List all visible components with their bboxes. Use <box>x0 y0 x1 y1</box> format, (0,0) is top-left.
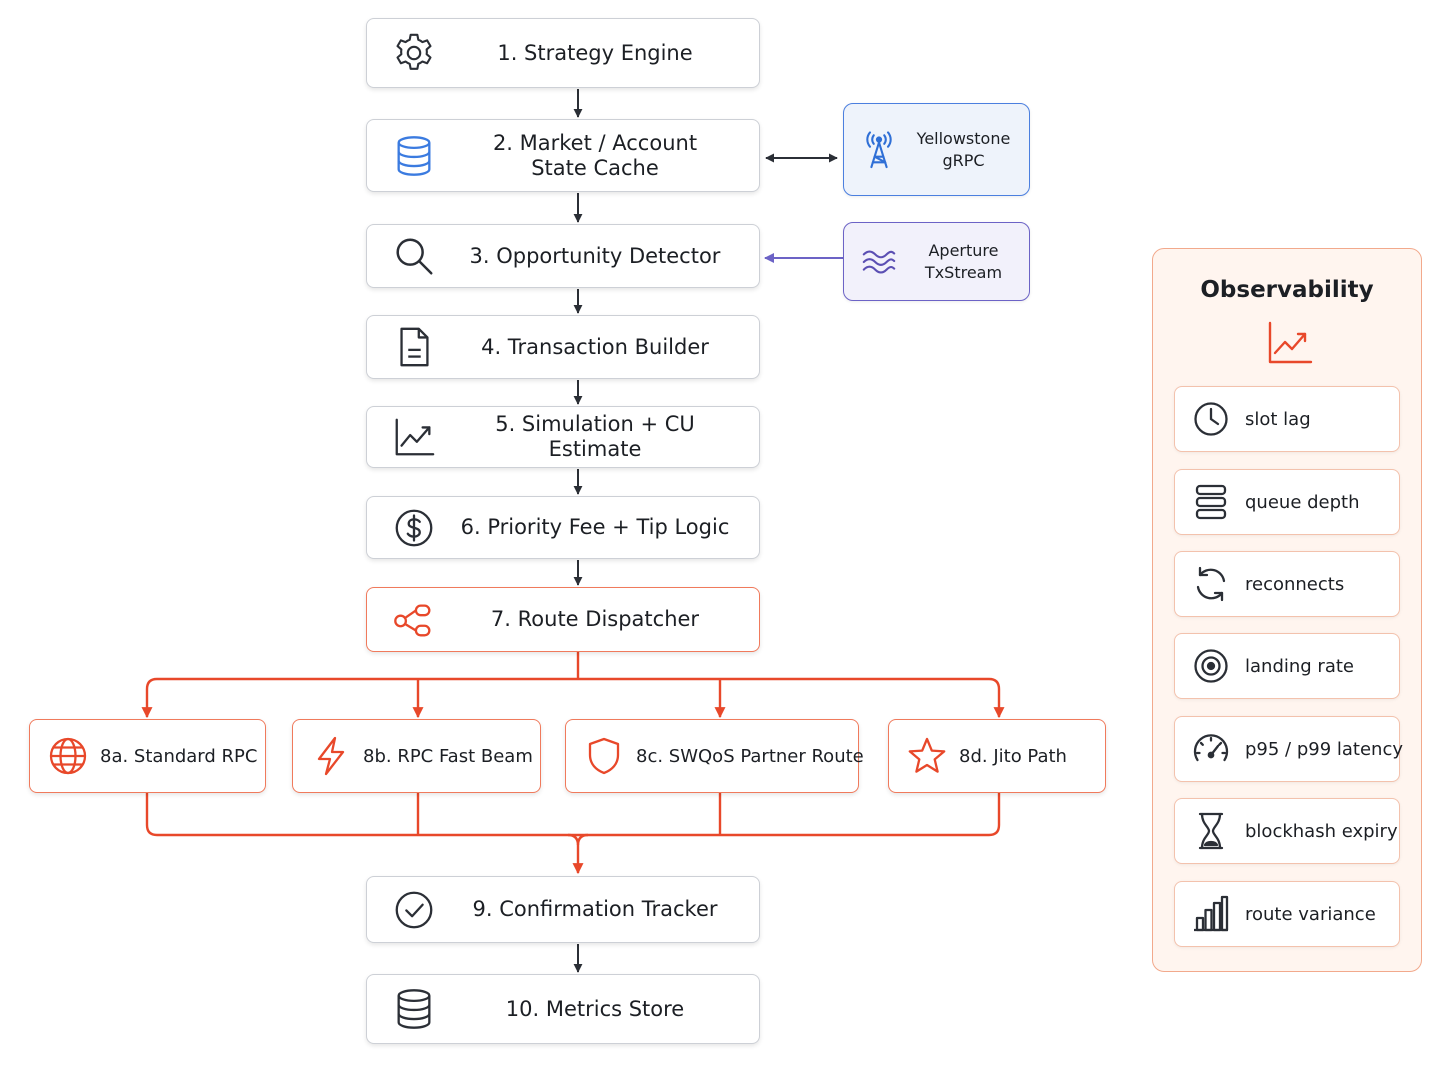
merge-arrow-to-9 <box>567 833 584 875</box>
step-label: 7. Route Dispatcher <box>490 607 700 631</box>
hourglass-icon <box>1198 812 1224 850</box>
source-yellowstone-grpc[interactable]: Yellowstone gRPC <box>843 103 1030 196</box>
step-label: 5. Simulation + CU Estimate <box>495 412 695 461</box>
target-icon <box>1194 649 1228 683</box>
source-aperture-txstream[interactable]: Aperture TxStream <box>843 222 1030 301</box>
metric-slot-lag[interactable]: slot lag <box>1174 386 1400 452</box>
clock-icon <box>1194 402 1228 436</box>
metric-label: p95 / p99 latency <box>1245 738 1404 760</box>
search-icon <box>396 238 433 275</box>
metric-label: blockhash expiry <box>1245 820 1398 842</box>
step-label: 2. Market / Account State Cache <box>492 130 698 180</box>
step-priority-fee[interactable]: 6. Priority Fee + Tip Logic <box>366 496 760 559</box>
step-confirmation-tracker[interactable]: 9. Confirmation Tracker <box>366 876 760 943</box>
merge-arrow-join <box>576 833 589 846</box>
step-label: 10. Metrics Store <box>505 996 685 1021</box>
metric-reconnects[interactable]: reconnects <box>1174 551 1400 617</box>
step-opportunity-detector[interactable]: 3. Opportunity Detector <box>366 224 760 288</box>
source-label: Yellowstone gRPC <box>916 128 1011 170</box>
document-icon <box>400 327 429 367</box>
lightning-icon <box>317 736 345 776</box>
waves-icon <box>862 250 896 273</box>
step-route-dispatcher[interactable]: 7. Route Dispatcher <box>366 587 760 652</box>
metric-blockhash-expiry[interactable]: blockhash expiry <box>1174 798 1400 864</box>
metric-label: landing rate <box>1245 655 1354 677</box>
metric-queue-depth[interactable]: queue depth <box>1174 469 1400 535</box>
globe-icon <box>49 737 87 775</box>
route-label: 8d. Jito Path <box>959 745 1067 767</box>
step-metrics-store[interactable]: 10. Metrics Store <box>366 974 760 1044</box>
bar-chart-icon <box>1194 895 1229 932</box>
route-jito-path[interactable]: 8d. Jito Path <box>888 719 1106 793</box>
route-rpc-fast-beam[interactable]: 8b. RPC Fast Beam <box>292 719 541 793</box>
database-icon <box>397 135 431 176</box>
metric-label: route variance <box>1245 903 1376 925</box>
gauge-icon <box>1193 734 1229 762</box>
line-chart-icon <box>395 418 435 456</box>
step-label: 3. Opportunity Detector <box>469 243 721 268</box>
star-icon <box>908 737 946 773</box>
metric-label: queue depth <box>1245 491 1360 513</box>
route-swqos-partner[interactable]: 8c. SWQoS Partner Route <box>565 719 864 793</box>
dispatch-bus-left <box>145 677 158 690</box>
check-circle-icon <box>395 891 433 928</box>
step-transaction-builder[interactable]: 4. Transaction Builder <box>366 315 760 379</box>
dispatch-bus <box>157 677 1001 690</box>
shield-icon <box>588 737 620 775</box>
dollar-circle-icon <box>395 509 433 546</box>
observability-panel: Observability slot lag queue depth recon… <box>1152 248 1422 972</box>
step-strategy-engine[interactable]: 1. Strategy Engine <box>366 18 760 88</box>
share-nodes-icon <box>394 603 431 636</box>
metric-landing-rate[interactable]: landing rate <box>1174 633 1400 699</box>
step-label: 9. Confirmation Tracker <box>472 897 718 921</box>
stack-icon <box>1195 484 1227 520</box>
gear-icon <box>396 33 432 70</box>
trend-chart-icon <box>1268 321 1313 364</box>
step-simulation[interactable]: 5. Simulation + CU Estimate <box>366 406 760 468</box>
metric-latency[interactable]: p95 / p99 latency <box>1174 716 1404 782</box>
database-icon <box>397 989 431 1029</box>
route-label: 8b. RPC Fast Beam <box>363 745 533 767</box>
step-state-cache[interactable]: 2. Market / Account State Cache <box>366 119 760 192</box>
route-label: 8c. SWQoS Partner Route <box>636 745 864 767</box>
route-label: 8a. Standard RPC <box>100 745 258 767</box>
antenna-tower-icon <box>866 130 892 168</box>
metric-label: slot lag <box>1245 408 1311 430</box>
merge-8a <box>145 793 1001 837</box>
refresh-icon <box>1196 566 1226 602</box>
route-standard-rpc[interactable]: 8a. Standard RPC <box>29 719 266 793</box>
metric-route-variance[interactable]: route variance <box>1174 881 1400 947</box>
step-label: 6. Priority Fee + Tip Logic <box>460 515 730 539</box>
step-label: 1. Strategy Engine <box>497 40 693 65</box>
step-label: 4. Transaction Builder <box>481 334 709 359</box>
metric-label: reconnects <box>1245 573 1345 595</box>
source-label: Aperture TxStream <box>924 240 1003 282</box>
observability-title: Observability <box>1200 277 1374 303</box>
